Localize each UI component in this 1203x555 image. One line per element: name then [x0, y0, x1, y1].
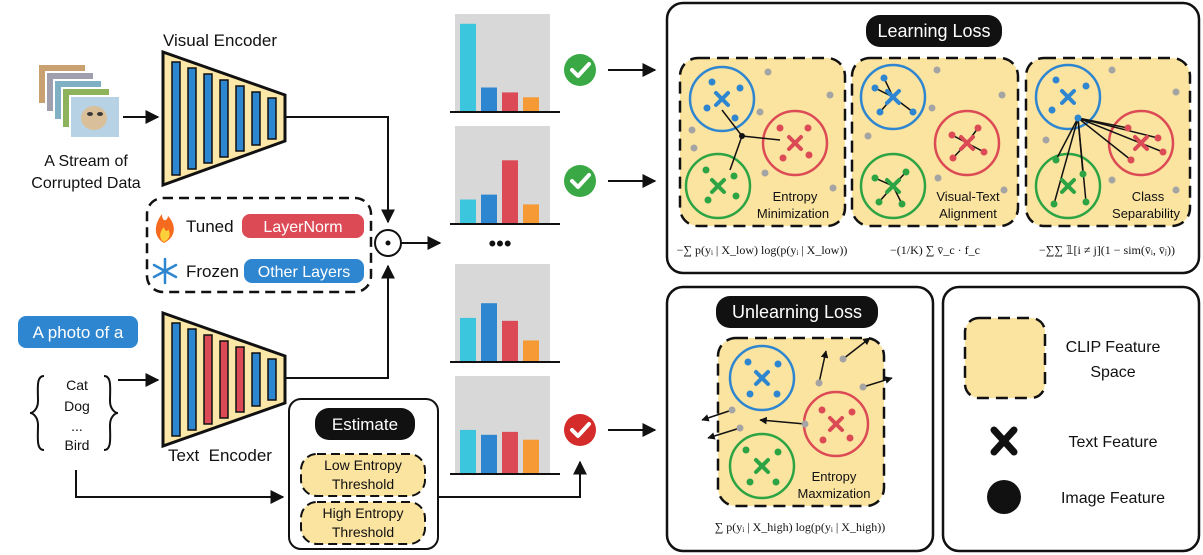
text-encoder-layers	[171, 322, 277, 437]
text-feature-label: Text Feature	[1069, 434, 1158, 451]
entropy-maximization-formula: ∑ p(yᵢ | X_high) log(p(yᵢ | X_high))	[715, 520, 886, 534]
clip-feature-space-swatch	[963, 316, 1047, 400]
class-name-dog: Dog	[64, 398, 90, 414]
histogram-bar	[523, 340, 539, 362]
prompt-chip-label: A photo of a	[33, 323, 124, 342]
class-brace-right	[103, 375, 119, 451]
visual-text-alignment-formula: −(1/K) ∑ v̄_c · f_c	[890, 243, 980, 257]
high-threshold-line1: High Entropy	[323, 505, 404, 521]
image-feature-label: Image Feature	[1061, 490, 1165, 507]
histogram-bar	[460, 23, 476, 112]
text-feature-cross-icon	[990, 426, 1018, 456]
histogram-bar	[502, 431, 518, 474]
panel1-label-line2: Minimization	[757, 206, 829, 221]
histogram-bar	[460, 429, 476, 474]
class-separability-scatter	[1034, 63, 1180, 220]
image-stack-icon	[37, 63, 121, 139]
panel3-label-line1: Class	[1132, 189, 1165, 204]
tuned-label: Tuned	[186, 217, 234, 236]
check-icon	[564, 54, 596, 86]
text-to-product-arrow	[285, 264, 395, 379]
low-entropy-threshold	[300, 453, 426, 497]
image-feature-dot-icon	[987, 480, 1021, 514]
low-threshold-line2: Threshold	[332, 476, 394, 492]
entropy-maximization-scatter	[701, 337, 893, 500]
histogram-bar	[460, 317, 476, 362]
high-threshold-line2: Threshold	[332, 524, 394, 540]
prompt-chip	[18, 316, 138, 348]
clip-feature-label-line2: Space	[1090, 364, 1135, 381]
layernorm-chip-label: LayerNorm	[263, 219, 342, 236]
entropy-maximization-panel	[716, 336, 886, 508]
dot-product-center	[385, 240, 391, 246]
classes-to-estimate-arrow	[75, 470, 285, 504]
visual-to-product-arrow	[285, 116, 395, 224]
other-layers-chip-label: Other Layers	[258, 264, 350, 281]
unlearning-loss-title-pill	[716, 296, 878, 328]
snowflake-icon	[152, 257, 178, 285]
panel2-label-line1: Visual-Text	[936, 189, 1000, 204]
histogram-bar	[481, 434, 497, 474]
histogram-bar	[523, 204, 539, 224]
learning-loss-title-pill	[866, 15, 1002, 47]
visual-text-alignment-scatter	[859, 63, 1008, 220]
layernorm-chip	[242, 214, 364, 238]
histogram-bar	[523, 439, 539, 474]
class-brace-left	[29, 375, 45, 451]
class-name-bird: Bird	[65, 437, 90, 453]
estimate-title-pill	[315, 408, 415, 440]
panel1-label-line1: Entropy	[773, 189, 818, 204]
check-mark	[570, 173, 591, 189]
histogram-bar	[502, 160, 518, 224]
entropy-minimization-scatter	[684, 65, 837, 220]
histogram-bar	[481, 303, 497, 362]
high-entropy-threshold	[300, 501, 426, 545]
low-threshold-line1: Low Entropy	[324, 457, 402, 473]
check-mark	[570, 422, 591, 438]
histogram-bar	[460, 199, 476, 224]
panel3-label-line2: Separability	[1112, 206, 1180, 221]
prediction-histograms	[450, 14, 657, 475]
entropy-minimization-formula: −∑ p(yᵢ | X_low) log(p(yᵢ | X_low))	[677, 243, 848, 257]
class-name-ellipsis: ...	[71, 418, 83, 434]
unlearning-loss-title: Unlearning Loss	[732, 302, 862, 322]
clip-feature-label-line1: CLIP Feature	[1066, 339, 1161, 356]
histogram-bar	[502, 92, 518, 112]
panel2-label-line2: Alignment	[939, 206, 997, 221]
visual-encoder-label: Visual Encoder	[163, 31, 277, 50]
check-mark	[570, 62, 591, 78]
histogram-bar	[481, 194, 497, 224]
unlearning-panel-label-line1: Entropy	[812, 469, 857, 484]
other-layers-chip	[244, 259, 364, 283]
estimate-title: Estimate	[332, 415, 398, 434]
unlearning-panel-label-line2: Maxmization	[798, 486, 871, 501]
fire-icon	[155, 214, 174, 243]
histogram-bar	[523, 97, 539, 112]
check-icon	[564, 414, 596, 446]
text-encoder-label: Text Encoder	[168, 446, 272, 465]
frozen-label: Frozen	[186, 262, 239, 281]
visual-encoder-layers	[171, 61, 277, 176]
class-name-cat: Cat	[66, 377, 88, 393]
histogram-bar	[481, 87, 497, 112]
class-separability-formula: −∑∑ 𝟙[i ≠ j](1 − sim(v̄ᵢ, v̄ⱼ))	[1039, 243, 1175, 257]
learning-loss-title: Learning Loss	[877, 21, 990, 41]
stream-label-line2: Corrupted Data	[31, 175, 140, 192]
histogram-ellipsis: •••	[488, 231, 511, 256]
histogram-bar	[502, 320, 518, 362]
check-icon	[564, 165, 596, 197]
estimate-to-check-arrow	[438, 460, 587, 498]
stream-label-line1: A Stream of	[44, 153, 128, 170]
